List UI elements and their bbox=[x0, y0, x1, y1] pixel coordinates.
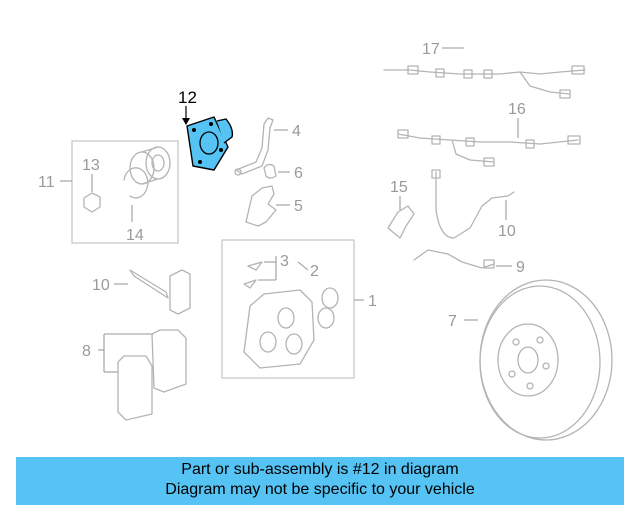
wheel-bearing bbox=[129, 146, 171, 185]
bearing-assembly-box bbox=[71, 140, 179, 244]
callout-2: 2 bbox=[310, 263, 319, 280]
callout-11: 11 bbox=[38, 174, 55, 191]
callout-12: 12 bbox=[178, 88, 197, 125]
callout-17: 17 bbox=[422, 41, 440, 58]
callout-8: 8 bbox=[82, 343, 91, 360]
callout-10-left: 10 bbox=[92, 277, 110, 294]
snap-ring bbox=[123, 167, 149, 199]
callout-6: 6 bbox=[294, 165, 303, 182]
callout-3: 3 bbox=[280, 253, 289, 270]
brake-line-part-4 bbox=[234, 117, 274, 176]
clip-part-6 bbox=[263, 163, 277, 179]
callout-16: 16 bbox=[508, 101, 526, 118]
callout-5: 5 bbox=[294, 198, 303, 215]
bracket-part-5 bbox=[245, 185, 277, 227]
brake-pads bbox=[117, 329, 187, 421]
callout-10-right: 10 bbox=[498, 223, 516, 240]
caliper-box bbox=[221, 239, 355, 379]
pad-spring bbox=[129, 269, 169, 299]
hub-flange-part-12[interactable] bbox=[186, 116, 234, 171]
brake-caliper bbox=[243, 287, 339, 369]
wear-sensor-part-16 bbox=[397, 129, 581, 167]
brake-rotor-part-7 bbox=[479, 279, 613, 441]
callout-15: 15 bbox=[390, 179, 408, 196]
banner-line-2: Diagram may not be specific to your vehi… bbox=[165, 481, 475, 498]
info-banner: Part or sub-assembly is #12 in diagram D… bbox=[16, 457, 624, 505]
abs-sensor-part-15 bbox=[387, 205, 415, 239]
banner-line-1: Part or sub-assembly is #12 in diagram bbox=[181, 461, 459, 478]
sensor-cable-part-9 bbox=[413, 249, 495, 269]
callout-9: 9 bbox=[516, 259, 525, 276]
wear-sensor-part-17 bbox=[383, 65, 586, 99]
callout-7: 7 bbox=[448, 313, 457, 330]
brake-hose-part-10 bbox=[435, 171, 515, 239]
callout-1: 1 bbox=[368, 293, 377, 310]
svg-text:12: 12 bbox=[178, 88, 197, 107]
callout-4: 4 bbox=[292, 123, 301, 140]
hub-nut-part-13 bbox=[83, 192, 101, 213]
callout-14: 14 bbox=[126, 227, 144, 244]
callout-13: 13 bbox=[82, 157, 100, 174]
